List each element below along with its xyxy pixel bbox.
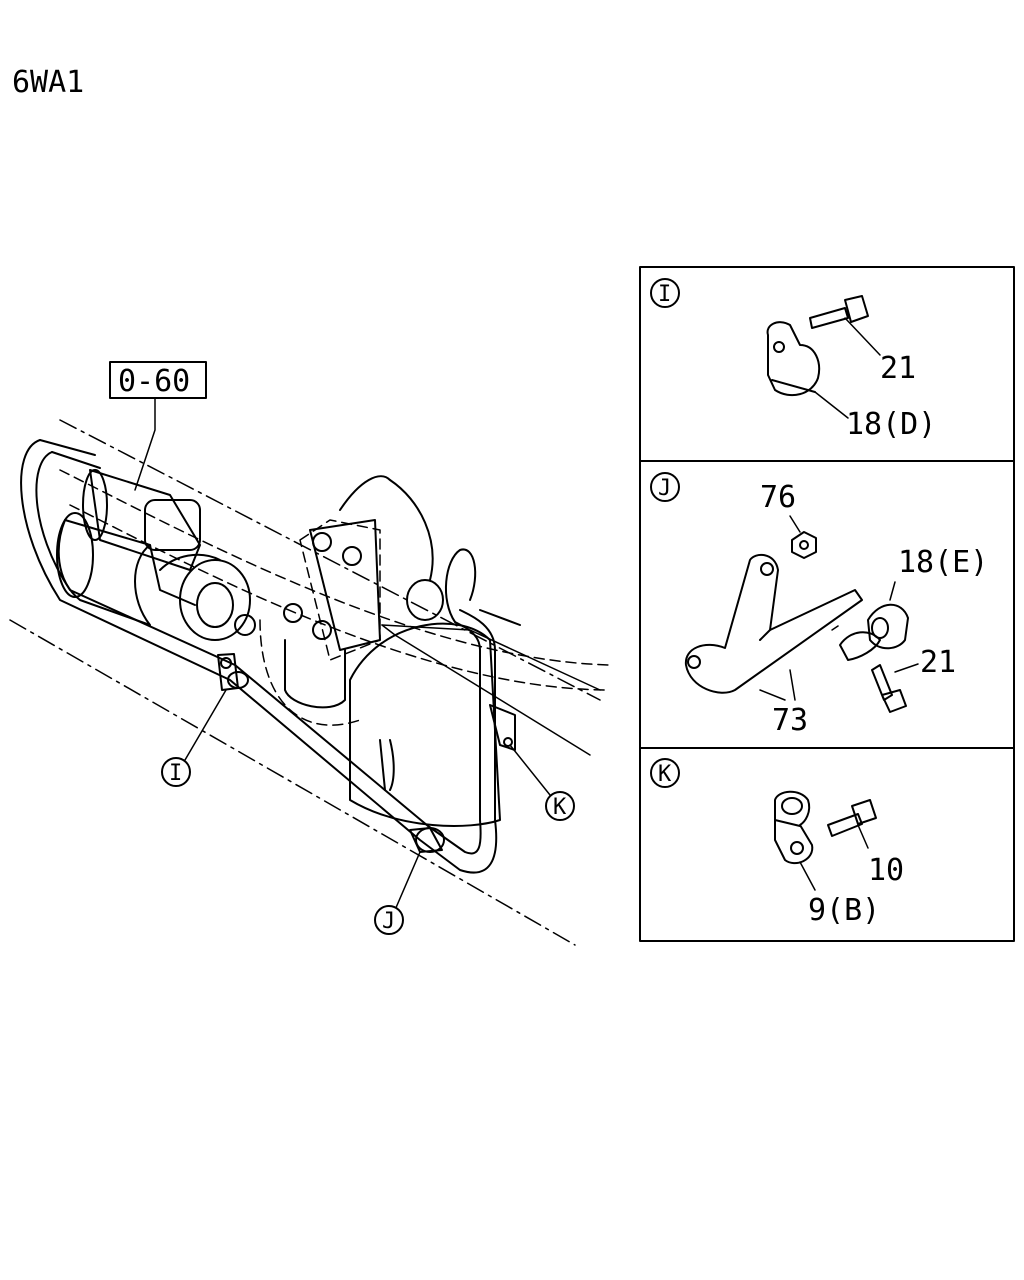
main-assembly-view: 0-60 (9, 361, 611, 946)
part-76-label: 76 (760, 480, 796, 515)
detail-panel-J-id: J (658, 476, 671, 501)
detail-panels: I 21 18(D) J 76 (639, 266, 1015, 942)
detail-panel-K-id: K (658, 762, 672, 787)
callout-K-label: K (553, 795, 567, 820)
part-21-label: 21 (880, 351, 916, 386)
part-73-label: 73 (772, 703, 808, 738)
detail-panel-I: I 21 18(D) (650, 278, 936, 442)
flywheel-housing (259, 475, 501, 827)
bolt-21-J-part[interactable] (871, 664, 907, 713)
reference-box[interactable]: 0-60 (109, 361, 207, 399)
starter-motor (56, 469, 256, 641)
bolt-21-part[interactable] (809, 295, 869, 329)
callout-J[interactable]: J (374, 905, 404, 935)
callout-J-label: J (382, 909, 395, 934)
model-code: 6WA1 (12, 65, 84, 100)
detail-panel-K: K 10 9(B) (650, 758, 904, 928)
callout-I-label: I (169, 761, 182, 786)
clamp-I-location (217, 653, 249, 691)
clamp-K-location (489, 704, 516, 751)
clamp-18E-part[interactable] (867, 603, 909, 650)
nut-76-part[interactable] (791, 531, 817, 559)
callout-I[interactable]: I (161, 757, 191, 787)
part-10-label: 10 (868, 853, 904, 888)
bracket-73-part[interactable] (684, 553, 863, 694)
detail-panel-I-id: I (658, 282, 671, 307)
clamp-9B-part[interactable] (774, 790, 814, 865)
callout-K[interactable]: K (545, 791, 575, 821)
part-18E-label: 18(E) (898, 545, 988, 580)
main-pipe (20, 439, 521, 874)
part-9B-label: 9(B) (808, 893, 880, 928)
detail-panel-J: J 76 73 18(E) 21 (650, 472, 988, 738)
reference-box-label: 0-60 (118, 364, 190, 399)
clamp-J-location (409, 827, 445, 853)
clamp-18D-part[interactable] (766, 321, 820, 397)
part-18D-label: 18(D) (846, 407, 936, 442)
bolt-10-part[interactable] (827, 799, 877, 837)
part-21-J-label: 21 (920, 645, 956, 680)
